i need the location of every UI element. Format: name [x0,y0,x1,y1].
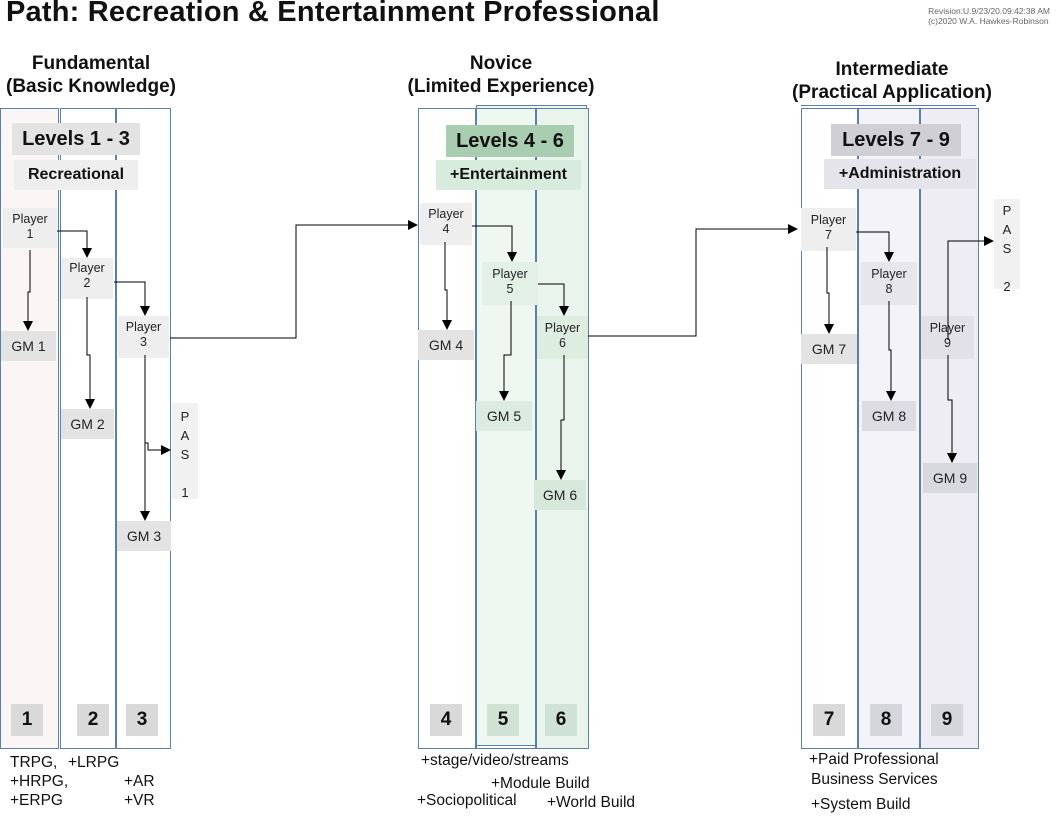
player-6-node: Player 6 [537,316,588,359]
gm-9-node: GM 9 [923,463,977,493]
arrow-player6-gm6 [556,355,566,480]
tier-name: Novice [469,53,533,74]
arrow-player9-gm9 [947,355,957,463]
tier-novice-header: Novice (Limited Experience) [400,52,602,98]
arrow-player7-player8 [856,231,894,262]
tier-subtitle: (Basic Knowledge) [6,76,176,97]
arrow-player5-player6 [538,283,569,316]
level-number-8: 8 [870,704,902,736]
revision-note: Revision:U.9/23/20.09:42:38 AM (c)2020 W… [928,6,1050,26]
arrow-player8-gm8 [886,301,896,401]
level-number-2: 2 [77,704,109,736]
tier-fundamental-header: Fundamental (Basic Knowledge) [0,52,182,98]
tier-subtitle: (Limited Experience) [407,76,595,97]
footnote-business-services: Business Services [811,771,938,788]
player-3-node: Player 3 [118,316,169,358]
gm-1-node: GM 1 [1,331,56,361]
levels-4-6-label: Levels 4 - 6 [446,125,574,157]
footnote-paid-professional: +Paid Professional [809,751,939,768]
copyright-line: (c)2020 W.A. Hawkes-Robinson [928,16,1049,26]
player-8-node: Player 8 [861,262,917,305]
level-column-6 [536,108,589,749]
gm-6-node: GM 6 [534,480,586,510]
player-7-node: Player 7 [801,208,856,251]
gm-5-node: GM 5 [476,401,532,431]
footnote-world-build: +World Build [547,794,636,811]
footnote-trpg: TRPG, [10,754,58,771]
track-administration-label: +Administration [824,159,976,189]
level-number-3: 3 [126,704,158,736]
arrow-player3-pas1 [145,442,171,455]
intermediate-top-edge [801,105,976,108]
footnote-system-build: +System Build [811,796,911,813]
level-number-9: 9 [931,704,963,736]
arrow-fundamental-novice [170,220,418,339]
footnote-lrpg: +LRPG [68,754,120,771]
track-recreational-label: Recreational [14,160,138,190]
arrow-player9-pas2 [947,236,994,340]
arrow-player7-gm7 [824,247,834,334]
levels-1-3-label: Levels 1 - 3 [12,123,140,155]
gm-8-node: GM 8 [862,401,916,431]
levels-7-9-label: Levels 7 - 9 [831,124,961,156]
arrow-novice-intermediate [588,224,798,337]
tier-name: Intermediate [835,59,949,80]
pas-2-box: P A S 2 [994,199,1020,294]
track-entertainment-label: +Entertainment [436,160,581,190]
level-number-1: 1 [11,704,43,736]
level-number-7: 7 [813,704,845,736]
arrow-player2-gm2 [85,297,95,409]
player-5-node: Player 5 [482,262,538,305]
revision-line: Revision:U.9/23/20.09:42:38 AM [928,6,1050,16]
footnote-stage: +stage/video/streams [421,752,569,769]
tier-intermediate-header: Intermediate (Practical Application) [784,58,1000,104]
arrow-player2-player3 [114,281,150,316]
arrow-player1-player2 [57,230,92,258]
arrow-player4-gm4 [442,242,452,330]
footnote-sociopolitical: +Sociopolitical [417,792,517,809]
gm-4-node: GM 4 [418,330,474,360]
footnote-erpg: +ERPG [10,792,63,809]
page-title: Path: Recreation & Entertainment Profess… [6,0,660,28]
tier-name: Fundamental [31,53,151,74]
level-number-4: 4 [430,704,462,736]
footnote-module: +Module Build [491,775,590,792]
level-column-3 [116,108,171,749]
level-number-5: 5 [487,704,519,736]
gm-2-node: GM 2 [61,409,114,439]
gm-3-node: GM 3 [117,521,171,551]
player-4-node: Player 4 [420,203,472,245]
arrow-player1-gm1 [23,250,33,331]
level-number-6: 6 [545,704,577,736]
level-column-9 [920,108,979,749]
arrow-player4-player5 [472,225,517,262]
tier-subtitle: (Practical Application) [792,82,992,103]
pas-1-box: P A S 1 [172,403,198,500]
player-2-node: Player 2 [61,258,113,299]
arrow-player5-gm5 [499,301,512,401]
footnote-ar: +AR [124,773,155,790]
player-1-node: Player 1 [3,208,57,248]
footnote-hrpg: +HRPG, [10,773,69,790]
footnote-vr: +VR [124,792,155,809]
gm-7-node: GM 7 [801,334,857,364]
